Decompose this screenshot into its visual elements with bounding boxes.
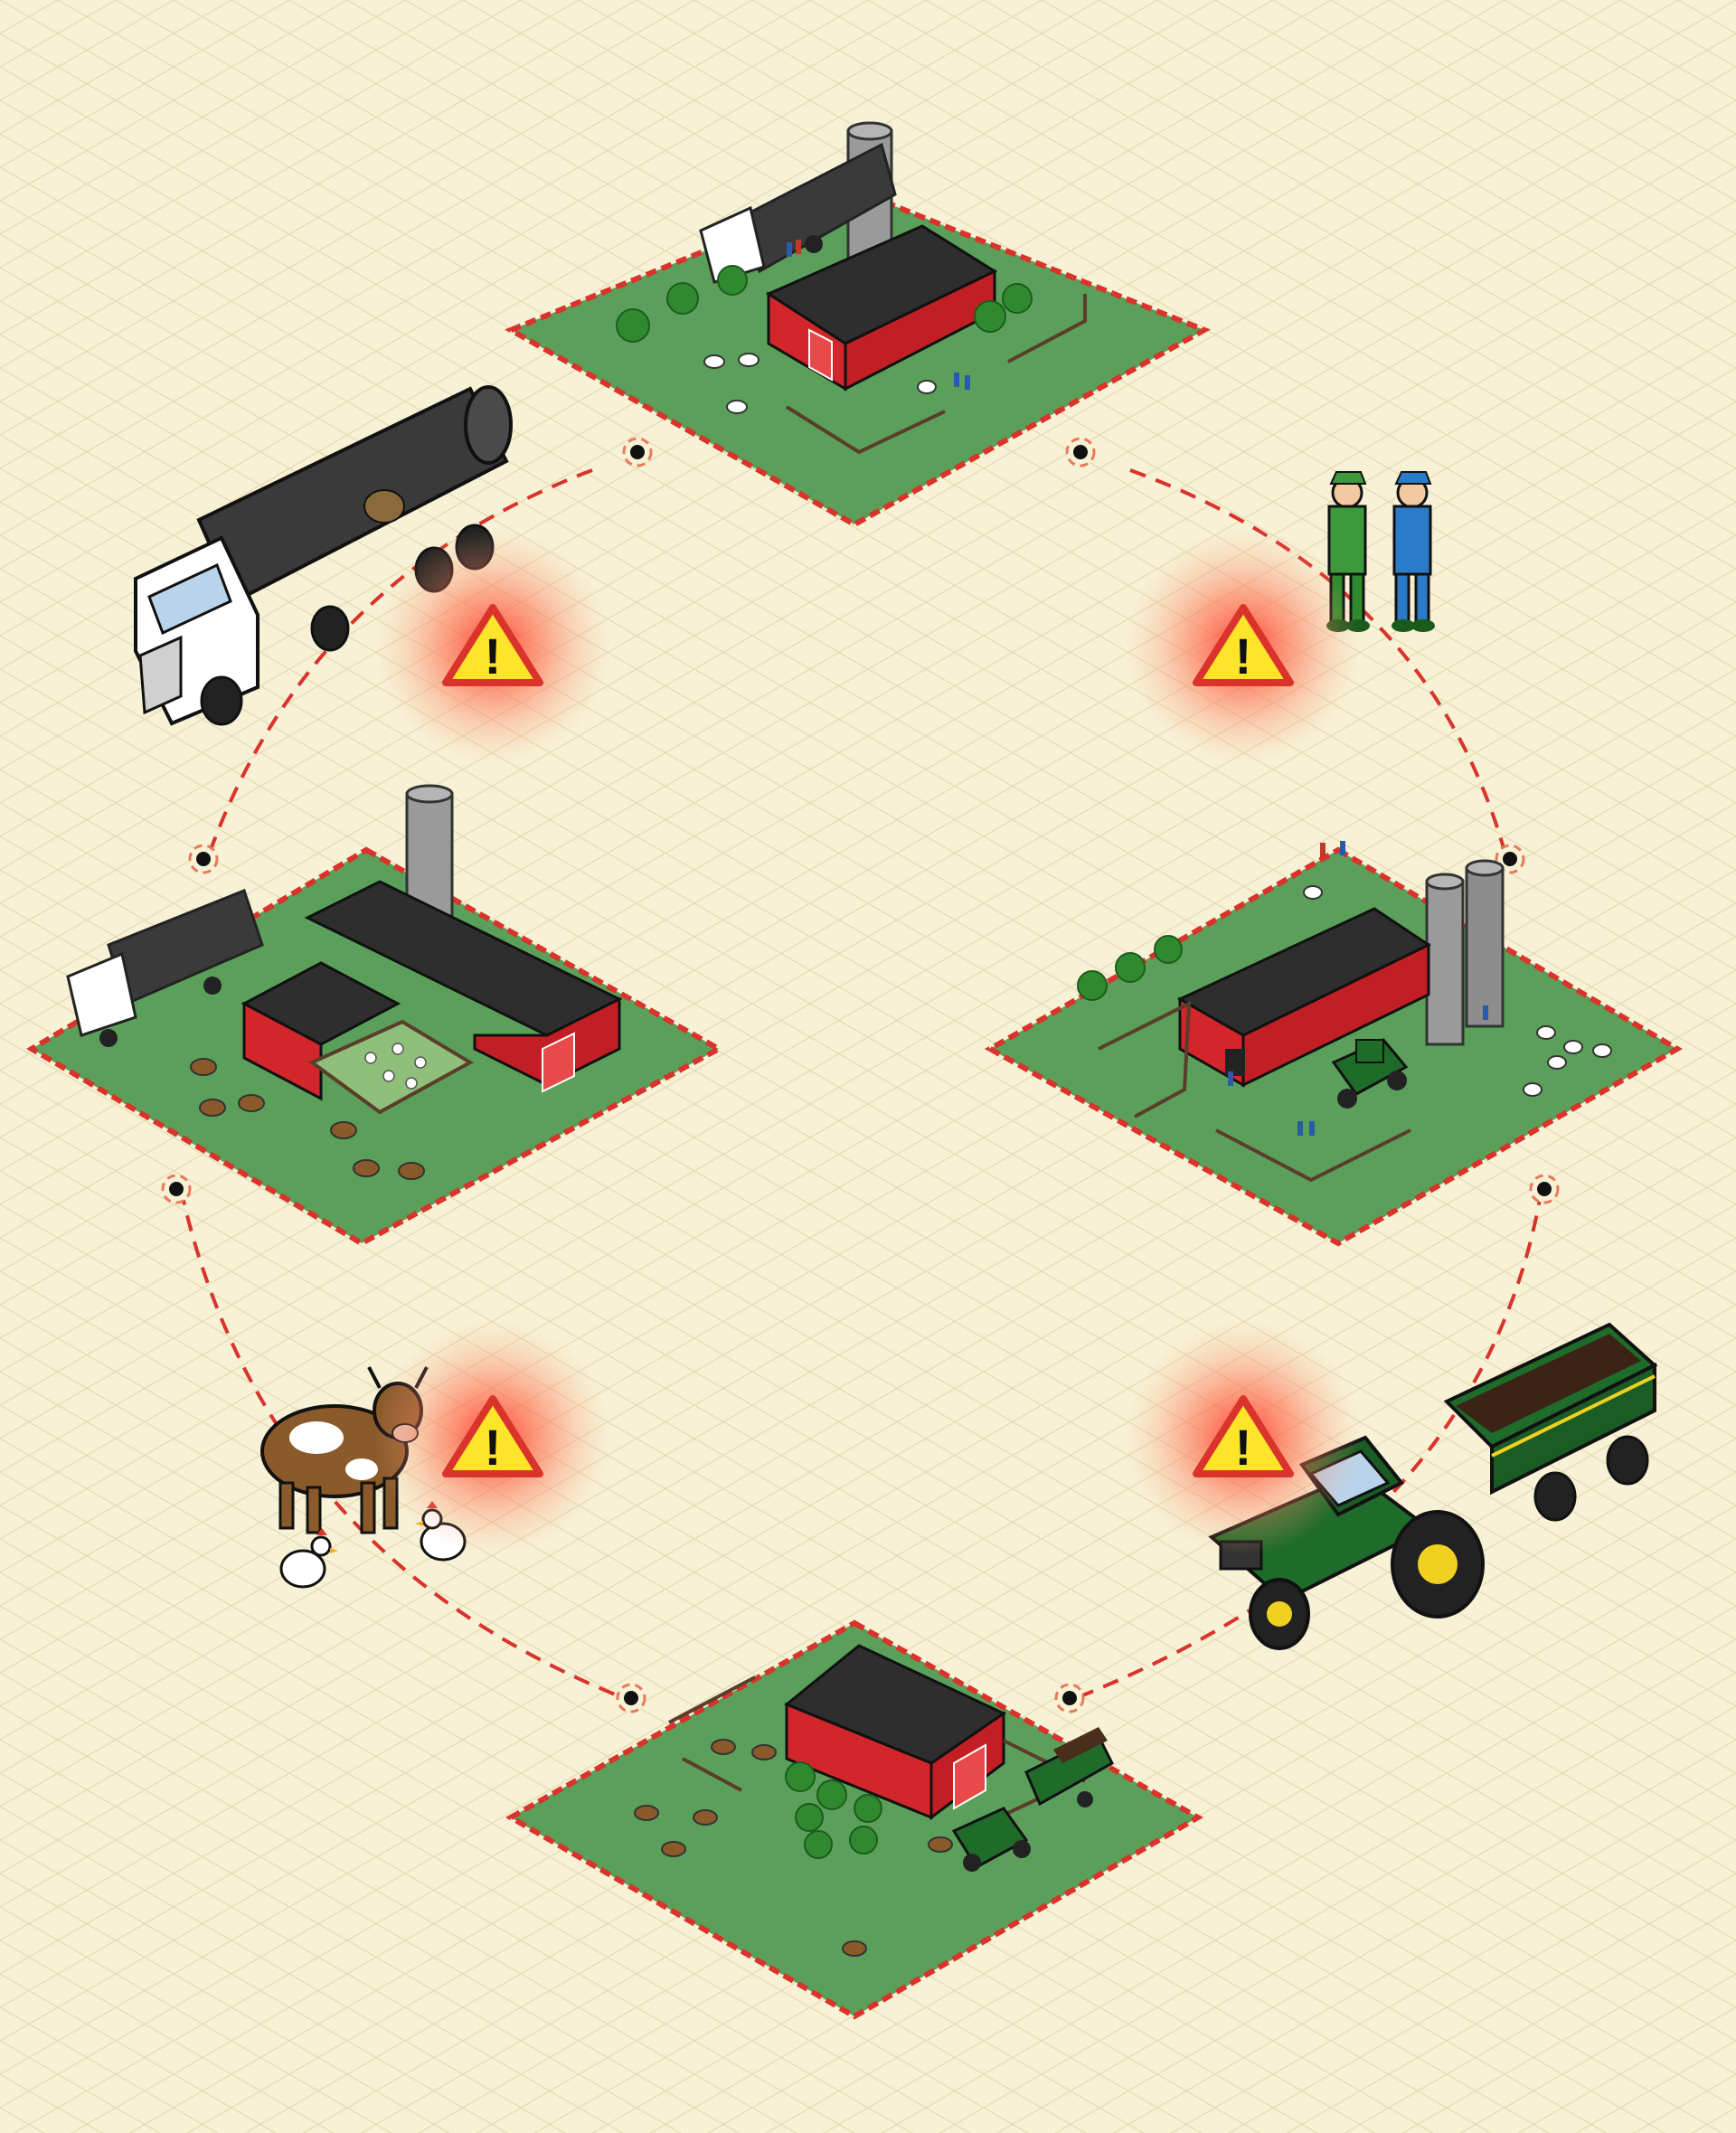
trees-icon [616, 265, 1033, 343]
node-icon [1065, 437, 1096, 467]
people-icon [1228, 841, 1488, 1136]
milk-tanker-icon [66, 889, 264, 1047]
silo-icon [405, 784, 454, 918]
trees-icon [1077, 935, 1183, 1001]
farm-tile-top [505, 121, 1211, 528]
node-icon [616, 1683, 646, 1713]
farm-tile-right [984, 841, 1683, 1247]
node-icon [161, 1174, 192, 1204]
tractor-icon [1331, 1038, 1409, 1109]
warning-symbol: ! [1235, 628, 1252, 684]
warning-triangle-icon [442, 604, 543, 686]
farm-tile-bottom [505, 1619, 1204, 2020]
chicken-icon [279, 1528, 338, 1589]
node-icon [1529, 1174, 1560, 1204]
barn-icon [1176, 907, 1432, 1088]
trailer-icon [1443, 1322, 1658, 1522]
node-icon [1495, 844, 1525, 874]
warning-marker-machinery: ! [1126, 1320, 1361, 1555]
sheep-pen-icon [308, 1019, 475, 1115]
connector-left-to-bottom [179, 1188, 629, 1702]
cows-icon [190, 1058, 425, 1180]
warning-triangle-icon [1193, 604, 1294, 686]
connector-top-to-left [206, 468, 593, 858]
sheep-icon [703, 353, 937, 414]
warning-marker-vehicles: ! [375, 529, 610, 764]
trees-icon [785, 1761, 882, 1859]
warning-symbol: ! [485, 628, 502, 684]
barn-icon [765, 224, 998, 392]
sheep-icon [1303, 885, 1612, 1097]
warning-marker-people: ! [1126, 529, 1361, 764]
connector-top-to-right [1129, 468, 1507, 855]
connector-nodes [161, 437, 1560, 1713]
warning-marker-animals: ! [375, 1320, 610, 1555]
cycle-connectors [179, 468, 1543, 1702]
warning-triangle-icon [442, 1395, 543, 1477]
twin-silos-icon [1425, 859, 1505, 1046]
node-icon [188, 844, 219, 874]
worker-blue-icon [1392, 471, 1435, 632]
people-icon [787, 240, 970, 390]
farm-tile-left [26, 784, 725, 1247]
warning-triangle-icon [1193, 1395, 1294, 1477]
connector-right-to-bottom [1071, 1188, 1543, 1702]
warning-symbol: ! [485, 1419, 502, 1476]
tractor-with-trailer-icon [951, 1727, 1114, 1872]
node-icon [1054, 1683, 1085, 1713]
warning-symbol: ! [1235, 1419, 1252, 1476]
node-icon [622, 437, 653, 467]
fence-icon [785, 294, 1087, 455]
fence-icon [1098, 1000, 1411, 1183]
l-shaped-barn-icon [241, 880, 623, 1101]
barn-icon [784, 1644, 1007, 1820]
cows-icon [634, 1739, 953, 1957]
milk-tanker-icon [699, 142, 897, 288]
